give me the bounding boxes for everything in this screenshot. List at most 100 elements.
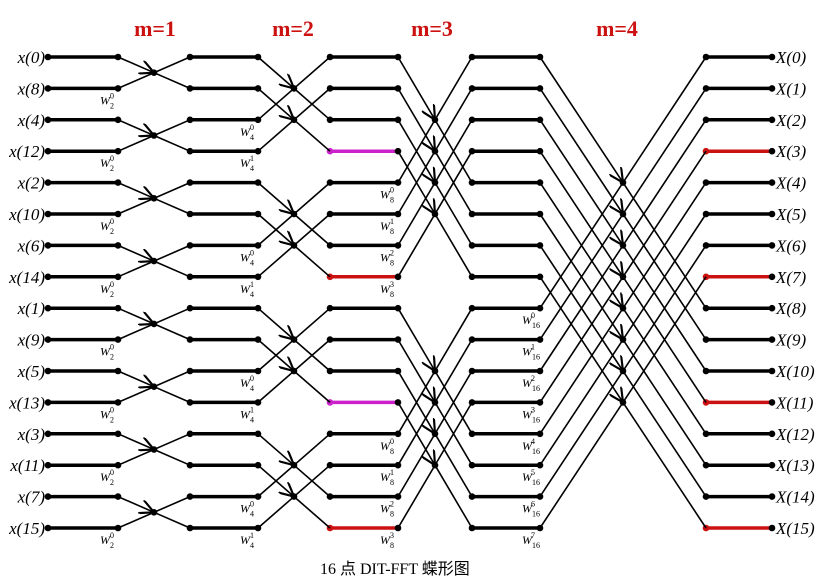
node [768, 85, 776, 92]
butterfly-line [153, 197, 191, 215]
butterfly-line [117, 181, 154, 199]
butterfly-line [257, 307, 294, 339]
node [186, 336, 194, 343]
node [114, 336, 122, 343]
output-label: X(11) [775, 393, 814, 412]
butterfly-line [539, 213, 623, 340]
butterfly-line [397, 339, 435, 403]
node [768, 242, 776, 249]
twiddle-factor: W81 [380, 468, 394, 487]
butterfly-line [397, 401, 473, 529]
node [44, 242, 52, 249]
output-label: X(0) [775, 48, 807, 67]
stage-title: m=4 [596, 16, 638, 41]
node [768, 461, 776, 469]
butterfly-line [257, 181, 331, 247]
node [44, 53, 52, 61]
butterfly-line [539, 56, 623, 183]
twiddle-factor: W40 [240, 374, 254, 393]
output-label: X(14) [775, 488, 815, 507]
twiddle-factor: W20 [100, 217, 114, 236]
node [44, 273, 52, 281]
butterfly-line [257, 433, 331, 498]
output-label: X(1) [775, 79, 807, 98]
butterfly-line [117, 244, 191, 278]
twiddle-factor: W83 [380, 531, 394, 550]
twiddle-factor: W20 [100, 154, 114, 173]
node [768, 179, 776, 186]
output-label: X(13) [775, 456, 815, 475]
node [44, 399, 52, 406]
output-label: X(15) [775, 519, 815, 538]
butterfly-line [117, 370, 191, 404]
node [44, 304, 52, 312]
butterfly-line [539, 119, 707, 372]
node [768, 399, 776, 406]
butterfly-line [397, 370, 473, 498]
twiddle-factor: W41 [240, 154, 254, 173]
node [114, 399, 122, 406]
node [394, 493, 402, 500]
input-label: x(9) [17, 331, 46, 350]
butterfly-line [397, 56, 473, 184]
twiddle-factor: W80 [380, 437, 394, 456]
node [186, 399, 194, 406]
butterfly-line [397, 401, 435, 465]
butterfly-line [257, 87, 331, 152]
butterfly-line [117, 119, 154, 136]
butterfly-line [622, 339, 707, 466]
output-label: X(7) [775, 268, 807, 287]
butterfly-line [257, 181, 294, 214]
input-label: x(6) [17, 236, 46, 255]
node [768, 210, 776, 218]
butterfly-line [153, 448, 191, 466]
butterfly-line [257, 213, 331, 278]
butterfly-line [257, 464, 331, 529]
twiddle-factor: W82 [380, 500, 394, 519]
butterfly-line [397, 56, 435, 120]
butterfly-line [257, 56, 294, 88]
butterfly-line [539, 87, 707, 341]
butterfly-line [397, 119, 435, 183]
butterfly-line [153, 260, 191, 278]
butterfly-line [539, 87, 623, 214]
twiddle-factor: W160 [522, 311, 540, 330]
butterfly-line [622, 401, 707, 529]
butterfly-line [539, 182, 623, 309]
butterfly-line [397, 339, 473, 466]
node [768, 53, 776, 61]
output-label: X(12) [775, 425, 815, 444]
output-label: X(5) [775, 205, 807, 224]
butterfly-line [117, 307, 154, 324]
node [44, 461, 52, 469]
output-label: X(9) [775, 331, 807, 350]
butterfly-line [397, 150, 473, 278]
butterfly-line [397, 307, 473, 435]
butterfly-line [117, 56, 191, 90]
output-label: X(10) [775, 362, 815, 381]
input-label: x(0) [17, 48, 46, 67]
input-label: x(10) [8, 205, 45, 224]
butterfly-line [117, 119, 191, 152]
node [44, 179, 52, 186]
twiddle-factor: W20 [100, 343, 114, 362]
twiddle-factor: W80 [380, 186, 394, 205]
node [768, 147, 776, 155]
butterfly-line [257, 307, 331, 372]
butterfly-line [539, 244, 707, 498]
node [468, 493, 476, 500]
butterfly-line [539, 56, 707, 309]
butterfly-line [153, 134, 191, 152]
twiddle-factor: W161 [522, 343, 540, 362]
input-label: x(4) [17, 111, 46, 130]
butterfly-line [539, 213, 707, 466]
butterfly-line [397, 150, 435, 214]
butterfly-line [117, 433, 154, 450]
input-label: x(5) [17, 362, 46, 381]
output-label: X(2) [775, 111, 807, 130]
input-label: x(8) [17, 79, 46, 98]
input-label: x(1) [17, 299, 46, 318]
twiddle-factor: W81 [380, 217, 394, 236]
butterfly-line [397, 87, 473, 215]
butterfly-line [153, 71, 191, 90]
